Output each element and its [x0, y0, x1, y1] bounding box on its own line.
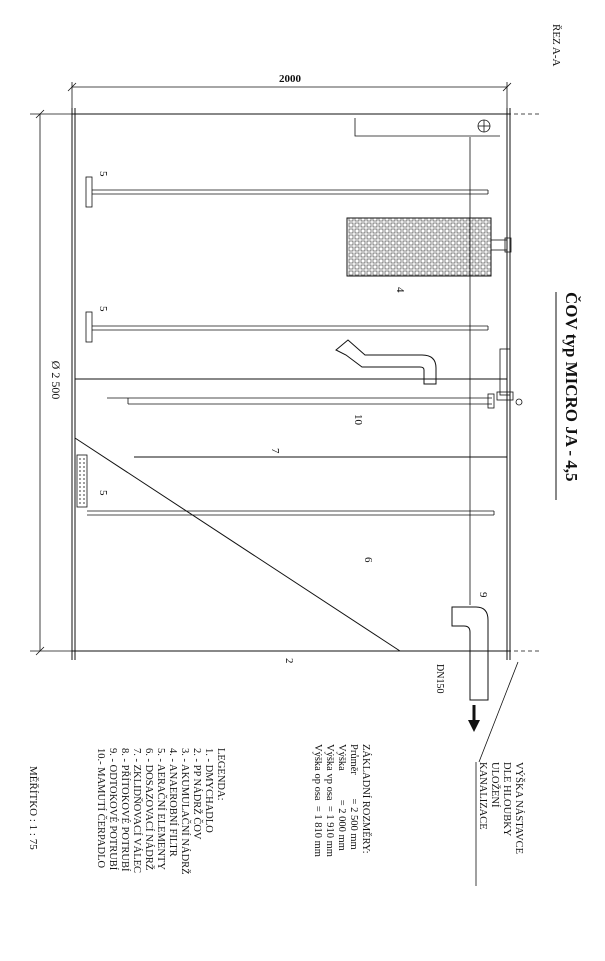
width-dimension-label: 2000	[279, 73, 302, 85]
section-label: ŘEZ A-A	[550, 24, 562, 67]
basic-dimensions-row-3: Výška vp osa = 1 910 mm	[324, 744, 335, 857]
outlet-label: DN150	[434, 664, 445, 693]
legend-item-2: 2. - PP NÁDRŽ ČOV	[191, 748, 203, 840]
diameter-dimension-label: Ø 2 500	[49, 361, 63, 400]
outflow-pipe: 9 DN150	[434, 137, 489, 732]
aeration-element-3: 5	[76, 454, 495, 516]
tank-section: 2000 Ø 2 500 5	[30, 73, 540, 763]
basic-dimensions-row-4: Výška op osa = 1 810 mm	[312, 744, 323, 857]
basic-dimensions-heading: ZÁKLADNÍ ROZMĚRY:	[360, 744, 372, 854]
part-9-label: 9	[477, 592, 489, 598]
part-5-label-a: 5	[97, 171, 109, 177]
inflow-pipe	[335, 339, 437, 385]
part-2-label: 2	[283, 658, 295, 664]
aeration-element-2: 5	[85, 306, 489, 343]
legend-item-3: 3. - AKUMULAČNÍ NÁDRŽ	[179, 748, 191, 875]
part-5-label-b: 5	[97, 306, 109, 312]
legend-item-9: 9. - ODTOKOVÉ POTRUBÍ	[107, 748, 119, 871]
legend-item-6: 6. - DOSAZOVACÍ NÁDRŽ	[143, 748, 155, 870]
sedimentation-tank: 6	[74, 437, 401, 652]
blower-box	[354, 118, 500, 137]
legend-item-1: 1. - DMYCHADLO	[203, 748, 214, 833]
drawing-title-group: ČOV typ MICRO JA - 4,5	[555, 292, 581, 500]
part-4-label: 4	[394, 287, 406, 293]
part-7-label: 7	[269, 448, 281, 454]
extension-leader	[478, 661, 519, 763]
legend-item-8: 8. - PŘÍTOKOVÉ POTRUBÍ	[119, 748, 131, 872]
tank-outline	[71, 108, 511, 660]
extension-note-line-4: KANALIZACE	[477, 762, 488, 830]
scale-label: MĚŘÍTKO : 1 : 75	[27, 766, 39, 850]
extension-note: VÝŠKA NÁSTAVCE DLE HLOUBKY ULOŽENÍ KANAL…	[475, 762, 525, 886]
mammoth-pump: 10	[75, 348, 523, 426]
part-5-label-c: 5	[97, 490, 109, 496]
legend-item-5: 5. - AERAČNÍ ELEMENTY	[155, 748, 167, 870]
extension-note-line-2: DLE HLOUBKY	[501, 762, 512, 837]
legend: LEGENDA: 1. - DMYCHADLO 2. - PP NÁDRŽ ČO…	[95, 748, 226, 875]
drawing-title: ČOV typ MICRO JA - 4,5	[562, 292, 581, 482]
legend-item-7: 7. - ZKLIDŇOVACÍ VÁLEC	[131, 748, 143, 873]
extension-note-line-1: VÝŠKA NÁSTAVCE	[513, 762, 525, 854]
legend-item-10: 10.- MAMUTÍ ČERPADLO	[95, 748, 107, 868]
legend-item-4: 4. - ANAEROBNÍ FILTR	[167, 748, 179, 857]
legend-heading: LEGENDA:	[215, 748, 226, 801]
diameter-dimension: Ø 2 500	[30, 109, 72, 656]
anaerobic-filter: 4	[346, 217, 512, 293]
settling-cylinder: 7	[134, 448, 507, 458]
part-6-label: 6	[362, 557, 374, 563]
basic-dimensions-row-1: Průměr = 2 500 mm	[348, 744, 359, 850]
extension-note-line-3: ULOŽENÍ	[489, 762, 501, 808]
aeration-element-1: 5	[85, 171, 489, 208]
basic-dimensions: ZÁKLADNÍ ROZMĚRY: Průměr = 2 500 mm Výšk…	[312, 744, 372, 857]
width-dimension: 2000	[67, 73, 512, 112]
part-10-label: 10	[352, 414, 364, 426]
basic-dimensions-row-2: Výška = 2 000 mm	[336, 744, 347, 851]
